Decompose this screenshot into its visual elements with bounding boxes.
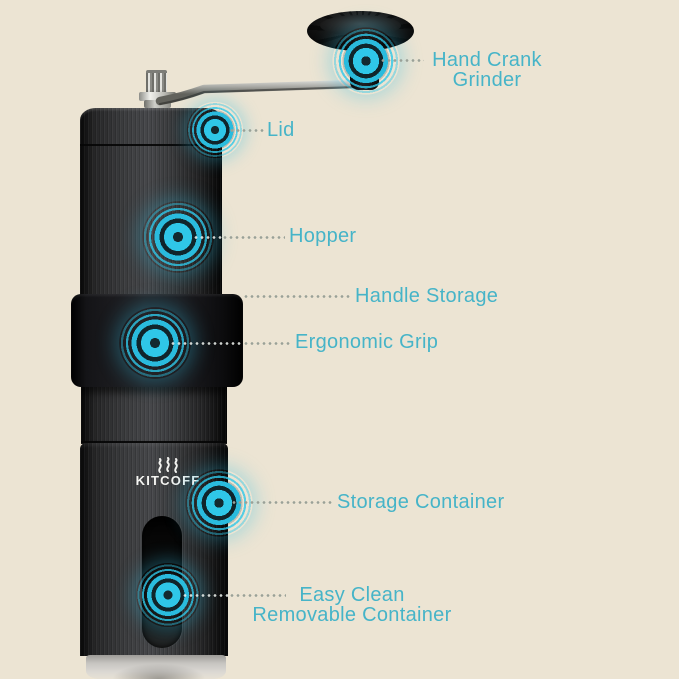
easy-clean-connector <box>229 594 286 597</box>
easy-clean-connector-dark-segment <box>182 594 229 597</box>
brand-logo-text: KITCOFF <box>135 473 201 488</box>
base-cap <box>86 655 226 679</box>
lid-label: Lid <box>267 119 295 141</box>
container-seam <box>81 441 227 444</box>
hand-crank-connector <box>380 59 424 62</box>
hopper-connector-dark-segment <box>193 236 222 239</box>
hand-crank-grinder-label-line2: Grinder <box>452 69 522 91</box>
crank-arm <box>155 79 361 106</box>
handle-storage-connector <box>243 295 351 298</box>
hand-crank-grinder-label-line1: Hand Crank <box>432 49 542 71</box>
steam-icon <box>158 457 178 473</box>
brand-logo: KITCOFF <box>118 457 218 488</box>
ergonomic-grip-connector-dark-segment <box>170 342 243 345</box>
lid-connector <box>229 129 265 132</box>
adjustment-bolt <box>146 70 167 98</box>
hopper-label: Hopper <box>289 225 357 247</box>
ergonomic-grip-label: Ergonomic Grip <box>295 331 439 353</box>
hand-crank-grinder-label: Hand Crank Grinder <box>420 50 554 90</box>
storage-container-connector <box>231 501 334 504</box>
handle-storage-label: Handle Storage <box>355 285 499 307</box>
easy-clean-label-line2: Removable Container <box>252 604 452 626</box>
easy-clean-label: Easy Clean Removable Container <box>238 585 466 625</box>
storage-container-label: Storage Container <box>337 491 505 513</box>
hopper-connector <box>222 236 285 239</box>
ergonomic-grip-connector <box>243 342 291 345</box>
lid-seam <box>80 144 222 147</box>
easy-clean-label-line1: Easy Clean <box>299 584 405 606</box>
lower-body <box>81 387 227 443</box>
bolt-plate <box>139 92 176 101</box>
